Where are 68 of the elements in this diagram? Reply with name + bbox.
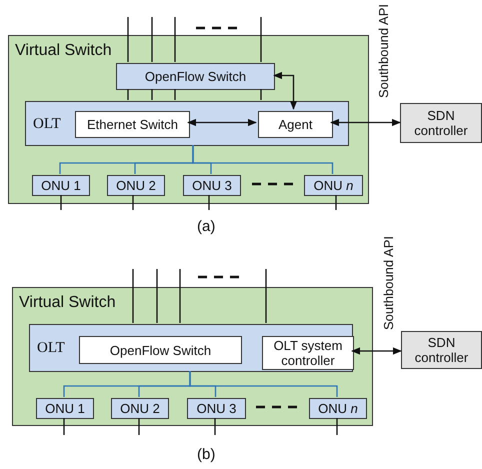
connector-line xyxy=(60,195,62,210)
switch-box xyxy=(75,111,190,138)
controller-box xyxy=(401,331,482,369)
connector-line xyxy=(151,17,153,62)
box-label: ONU n xyxy=(314,178,354,193)
panel-caption: (a) xyxy=(197,218,216,235)
onu-box xyxy=(183,175,241,196)
connector-line xyxy=(127,89,129,100)
connector-line xyxy=(265,269,267,323)
connector-line xyxy=(335,195,337,210)
box-label: Agent xyxy=(278,117,312,132)
controller-box xyxy=(400,103,482,143)
connector-line xyxy=(336,418,338,435)
connector-line xyxy=(132,195,134,210)
connector-line xyxy=(174,89,176,100)
box-label: SDN controller xyxy=(414,335,470,365)
panel-title: Virtual Switch xyxy=(19,294,116,312)
onu-box xyxy=(32,175,90,196)
connector-line xyxy=(192,145,334,174)
olt-box xyxy=(29,324,353,372)
connector-line xyxy=(63,418,65,435)
panel-title: OLT xyxy=(37,339,65,357)
arrow xyxy=(330,118,401,126)
box-label: ONU 1 xyxy=(41,178,81,193)
onu-box xyxy=(36,398,94,419)
arrow xyxy=(351,347,402,355)
connector-line xyxy=(214,418,216,435)
panel-title: OLT xyxy=(33,114,61,132)
controller-box xyxy=(262,336,354,370)
box-label: Ethernet Switch xyxy=(86,117,178,132)
onu-box xyxy=(187,398,246,419)
connector-line xyxy=(132,269,134,323)
box-label: ONU 3 xyxy=(196,401,236,416)
switch-box xyxy=(79,336,242,364)
connector-line xyxy=(127,17,129,62)
connector-line xyxy=(260,89,262,100)
onu-box xyxy=(111,398,169,419)
arrow xyxy=(187,118,257,126)
onu-box xyxy=(304,175,363,196)
connector-line xyxy=(151,89,153,100)
connector-line xyxy=(179,269,181,323)
virtual-switch-panel xyxy=(8,35,369,204)
connector-line xyxy=(260,17,262,62)
connector-line xyxy=(189,371,338,397)
box-label: OpenFlow Switch xyxy=(144,69,246,84)
panel-caption: (b) xyxy=(197,446,216,463)
panel-title: Virtual Switch xyxy=(15,42,112,60)
onu-box xyxy=(107,175,165,196)
connector-line xyxy=(156,269,158,323)
box-label: OpenFlow Switch xyxy=(110,342,212,358)
onu-box xyxy=(309,398,367,419)
virtual-switch-panel xyxy=(12,287,373,426)
box-label: ONU 2 xyxy=(116,178,156,193)
edge-label: Southbound API xyxy=(377,4,391,98)
box-label: ONU 2 xyxy=(120,401,160,416)
olt-box xyxy=(25,101,349,146)
arrow xyxy=(273,72,298,110)
connector-line xyxy=(174,17,176,62)
connector-line xyxy=(138,418,140,435)
box-label: ONU n xyxy=(318,401,358,416)
edge-label: Southbound API xyxy=(382,236,396,330)
box-label: ONU 3 xyxy=(192,178,232,193)
agent-box xyxy=(258,111,333,138)
switch-box xyxy=(116,63,275,90)
box-label: SDN controller xyxy=(413,108,469,138)
box-label: OLT system controller xyxy=(272,338,344,368)
box-label: ONU 1 xyxy=(45,401,85,416)
connector-line xyxy=(208,195,210,210)
